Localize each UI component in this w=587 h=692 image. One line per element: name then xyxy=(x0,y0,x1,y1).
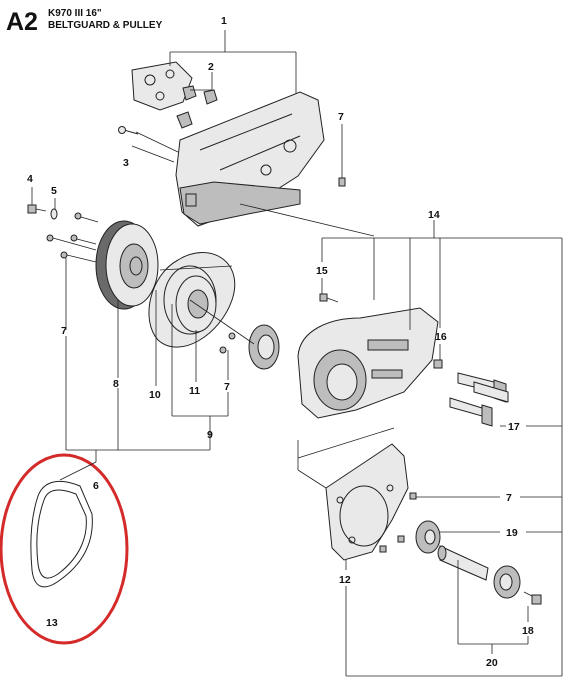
callout-5: 5 xyxy=(51,185,57,197)
diagram-title: BELTGUARD & PULLEY xyxy=(48,20,163,31)
bearing-19 xyxy=(415,520,441,554)
leader-lines xyxy=(31,30,563,677)
screw-3 xyxy=(118,126,139,135)
callout-4: 4 xyxy=(27,173,33,185)
callout-13: 13 xyxy=(46,617,58,629)
studs-17 xyxy=(449,372,509,427)
highlight-circle xyxy=(0,453,129,645)
bolt-18 xyxy=(523,591,542,605)
screws-7-cover xyxy=(379,492,417,553)
drive-belt-13 xyxy=(30,480,93,588)
callout-labels: 1 2 3 4 5 6 7 7 7 7 8 9 10 11 12 13 14 1… xyxy=(27,15,534,669)
callout-7-top: 7 xyxy=(338,111,344,123)
pulley-8 xyxy=(95,220,159,310)
cover-12 xyxy=(325,443,409,561)
callout-8: 8 xyxy=(113,378,119,390)
belt-guard-lower xyxy=(297,307,439,419)
callout-20: 20 xyxy=(486,657,498,669)
callout-3: 3 xyxy=(123,157,129,169)
bearing-outer xyxy=(493,565,521,599)
bearing-ring xyxy=(248,324,280,370)
callout-6: 6 xyxy=(93,480,99,492)
nut-16 xyxy=(433,359,443,369)
washer-5 xyxy=(50,208,58,220)
callout-9: 9 xyxy=(207,429,213,441)
callout-7-left: 7 xyxy=(61,325,67,337)
callout-15: 15 xyxy=(316,265,328,277)
callout-17: 17 xyxy=(508,421,520,433)
screws-7-plate xyxy=(219,332,236,354)
callout-7-mid: 7 xyxy=(224,381,230,393)
callout-12: 12 xyxy=(339,574,351,586)
bolt-4 xyxy=(27,204,47,214)
belt-guard-upper xyxy=(131,61,325,227)
callout-18: 18 xyxy=(522,625,534,637)
section-code: A2 xyxy=(6,8,38,36)
screw-15 xyxy=(319,293,339,303)
screw-7-upper xyxy=(338,124,346,187)
callout-14: 14 xyxy=(428,209,440,221)
screws-7-pulley xyxy=(46,212,99,263)
callout-11: 11 xyxy=(189,385,200,397)
callout-19: 19 xyxy=(506,527,518,539)
callout-7-right: 7 xyxy=(506,492,512,504)
callout-1: 1 xyxy=(221,15,227,27)
callout-16: 16 xyxy=(435,331,447,343)
model-label: K970 III 16" xyxy=(48,8,102,19)
callout-2: 2 xyxy=(208,61,214,73)
shaft-20 xyxy=(437,545,489,581)
callout-10: 10 xyxy=(149,389,161,401)
